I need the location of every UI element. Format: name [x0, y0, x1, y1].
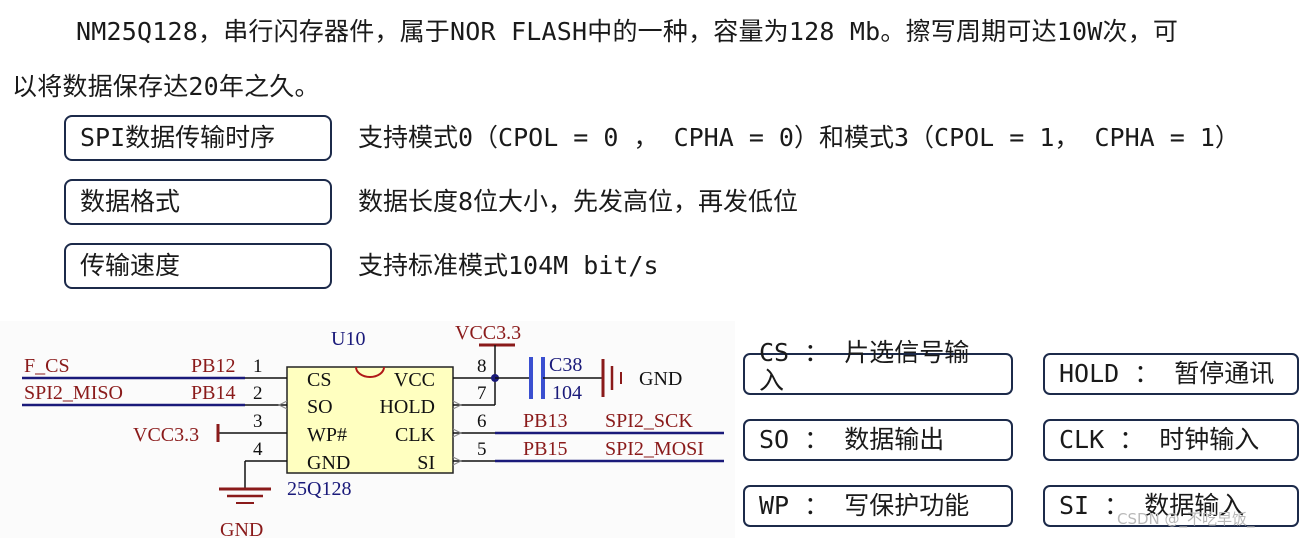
net-label-spi2-miso: SPI2_MISO	[24, 382, 123, 404]
ic-pin-name-cs: CS	[307, 369, 331, 391]
pin-desc-wp: WP ： 写保护功能	[743, 485, 1013, 527]
port-label-pb14: PB14	[191, 382, 235, 404]
ic-pin-name-hold: HOLD	[379, 396, 435, 418]
pin-5-arrow	[452, 456, 463, 466]
net-label-f-cs: F_CS	[24, 355, 70, 377]
csdn-watermark: CSDN @_不吃早饭_	[1117, 510, 1255, 528]
cap-value: 104	[552, 382, 582, 404]
pin-desc-cs: CS ： 片选信号输入	[743, 339, 1013, 395]
intro-line-2: 以将数据保存达20年之久。	[12, 72, 320, 101]
spec-value-format: 数据长度8位大小，先发高位，再发低位	[358, 187, 799, 216]
pin-8-number: 8	[477, 356, 487, 377]
intro-line-1: NM25Q128，串行闪存器件，属于NOR FLASH中的一种，容量为128 M…	[76, 17, 1179, 46]
pin-6-number: 6	[477, 411, 487, 432]
ic-designator: U10	[331, 328, 365, 350]
pin-desc-hold: HOLD ： 暂停通讯	[1043, 353, 1299, 395]
pin-desc-si: SI ： 数据输入	[1043, 485, 1299, 527]
ic-pin-name-si: SI	[417, 452, 435, 474]
pin-3-number: 3	[253, 411, 263, 432]
net-label-spi2-sck: SPI2_SCK	[605, 410, 693, 432]
pin-7-arrow	[452, 400, 463, 410]
ic-part-number: 25Q128	[287, 478, 351, 500]
spec-value-speed: 支持标准模式104M bit/s	[358, 251, 659, 280]
port-label-pb13: PB13	[523, 410, 567, 432]
ic-pin-name-clk: CLK	[395, 424, 436, 446]
pin-6-arrow	[452, 428, 463, 438]
vcc-left-label: VCC3.3	[133, 424, 199, 446]
gnd-bottom-label: GND	[220, 519, 263, 538]
intro-paragraph: NM25Q128，串行闪存器件，属于NOR FLASH中的一种，容量为128 M…	[12, 4, 1297, 114]
pin-desc-so: SO ： 数据输出	[743, 419, 1013, 461]
spec-label-format: 数据格式	[64, 179, 332, 225]
pin-desc-clk: CLK ： 时钟输入	[1043, 419, 1299, 461]
vcc-top-label: VCC3.3	[455, 322, 521, 344]
spec-label-speed: 传输速度	[64, 243, 332, 289]
ic-notch	[355, 366, 385, 378]
flash-schematic: U10 25Q128 CS SO WP# GND VCC HOLD CLK SI…	[0, 321, 735, 538]
ic-pin-name-wp: WP#	[307, 424, 347, 446]
port-label-pb15: PB15	[523, 438, 567, 460]
cap-name: C38	[549, 354, 582, 376]
net-label-spi2-mosi: SPI2_MOSI	[605, 438, 704, 460]
pin-4-number: 4	[253, 439, 263, 460]
ic-pin-name-gnd: GND	[307, 452, 350, 474]
gnd-right-label: GND	[639, 368, 682, 390]
pin-7-number: 7	[477, 383, 487, 404]
spec-label-timing: SPI数据传输时序	[64, 115, 332, 161]
pin-2-number: 2	[253, 383, 263, 404]
ic-pin-name-so: SO	[307, 396, 333, 418]
spec-value-timing: 支持模式0（CPOL = 0 ， CPHA = 0）和模式3（CPOL = 1，…	[358, 123, 1240, 152]
pin-desc-cs-text: CS ： 片选信号输入	[759, 338, 970, 395]
pin-5-number: 5	[477, 439, 487, 460]
port-label-pb12: PB12	[191, 355, 235, 377]
ic-pin-name-vcc: VCC	[394, 369, 435, 391]
pin-2-arrow	[277, 400, 288, 410]
ic-body	[286, 366, 454, 474]
pin-1-number: 1	[253, 356, 263, 377]
